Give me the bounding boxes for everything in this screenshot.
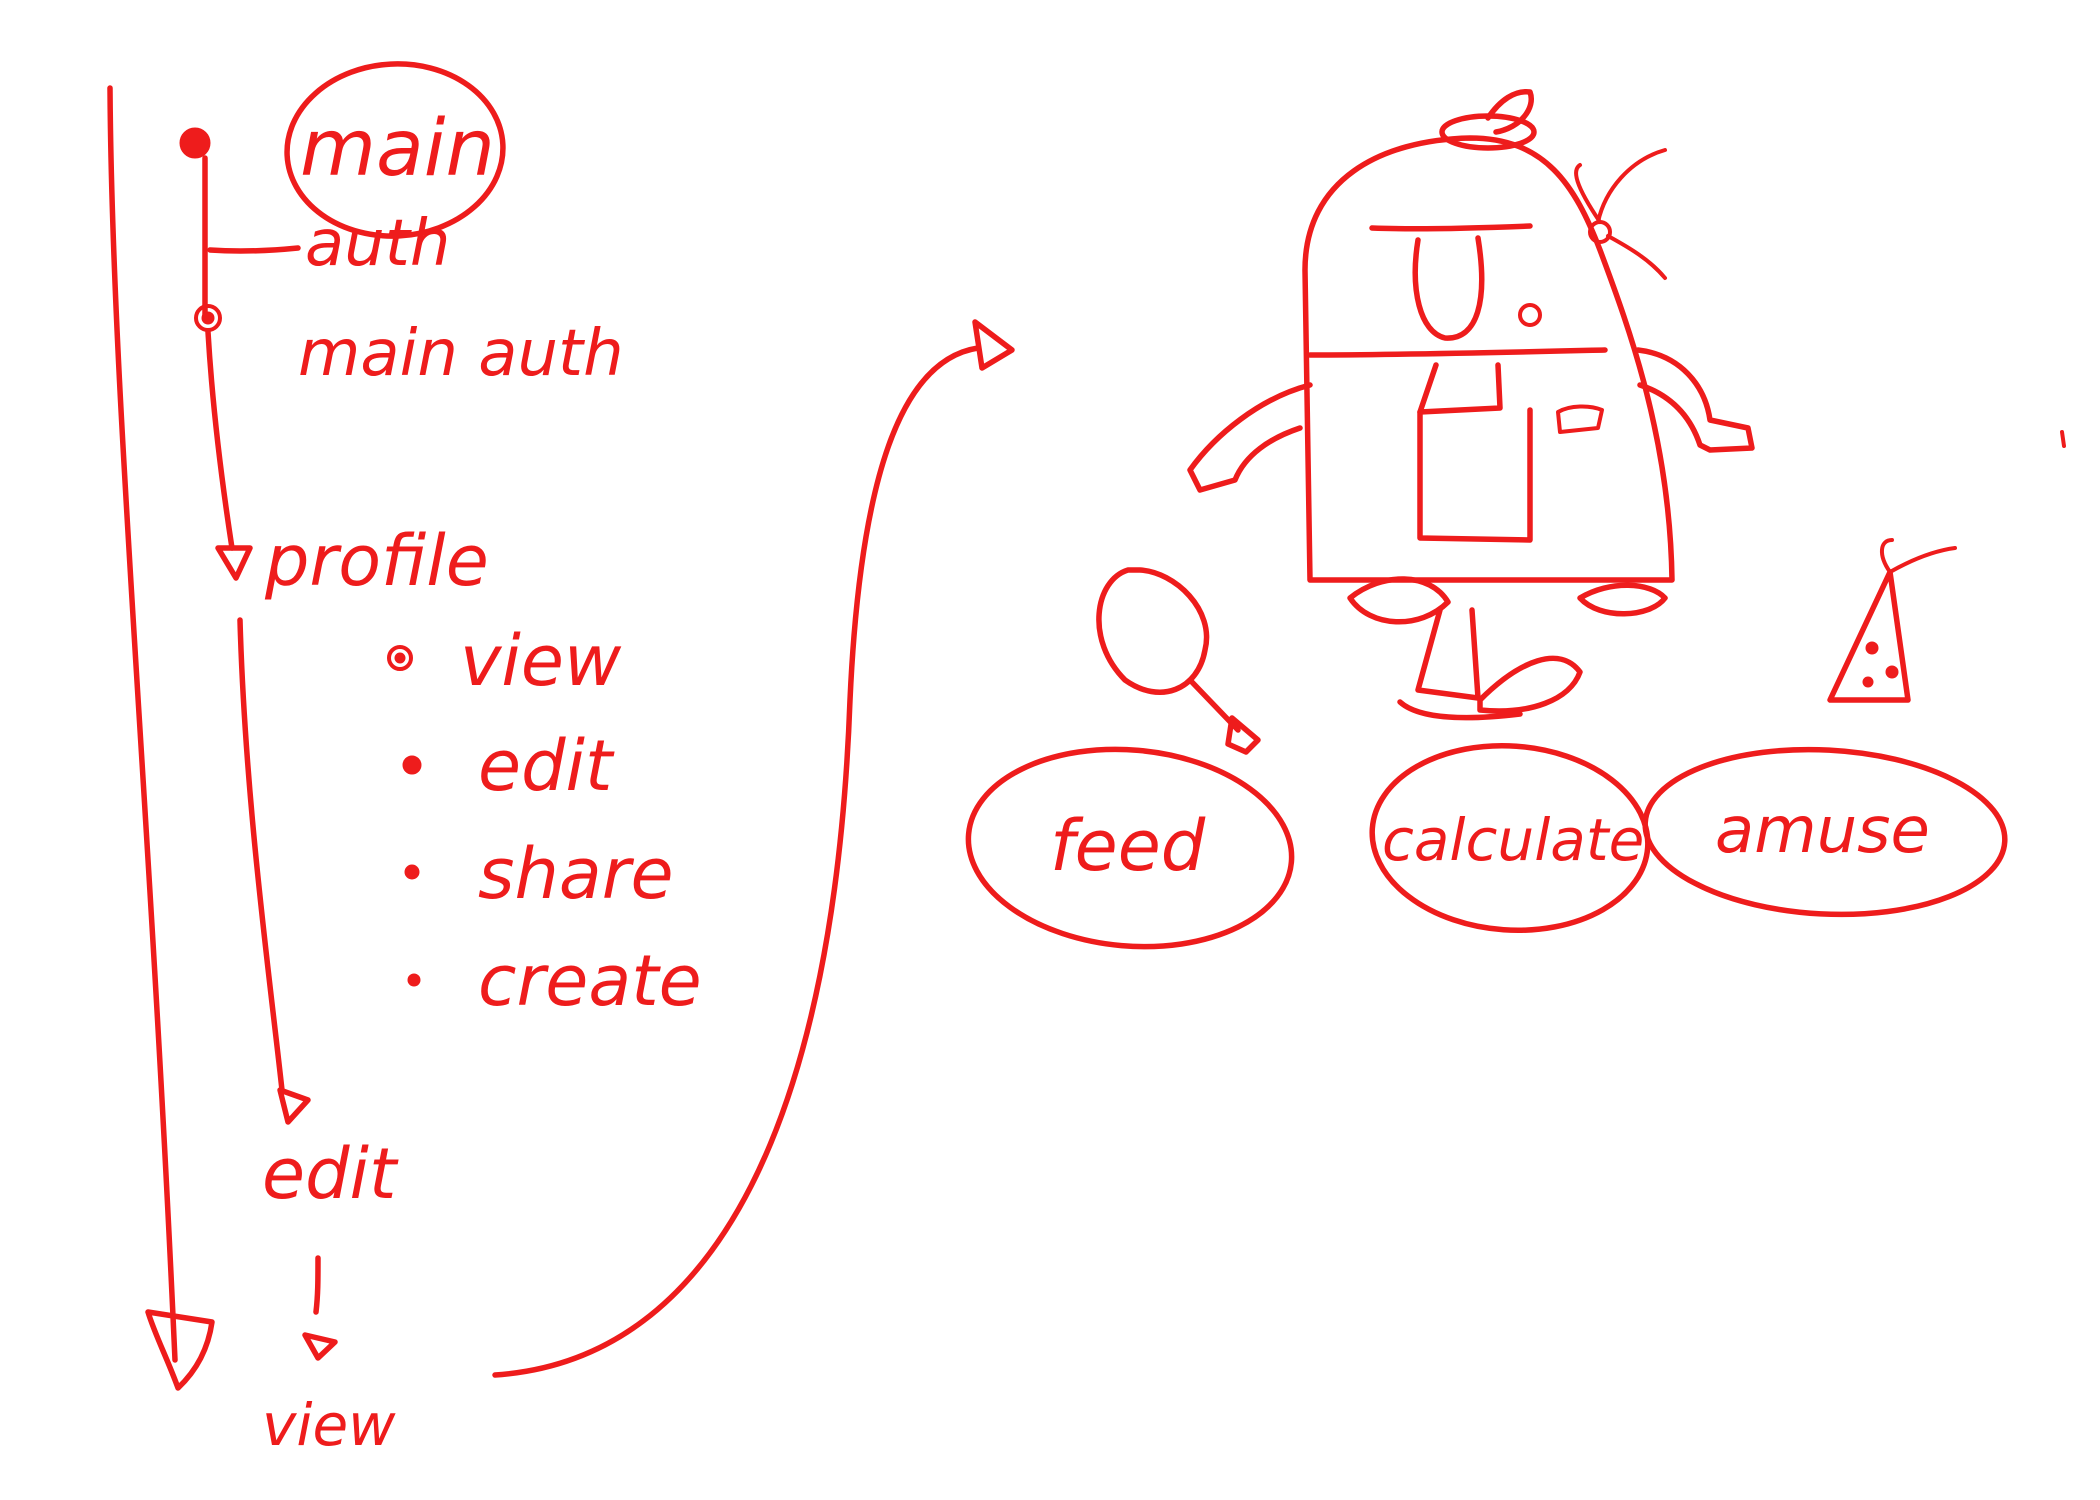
profile-item-view-dot — [387, 645, 413, 671]
feed-button-label: feed — [1050, 805, 1206, 887]
root-node-oval — [284, 61, 506, 239]
drumstick-icon — [1096, 567, 1261, 755]
profile-item-create-label: create — [478, 940, 702, 1022]
action-buttons: feed calculate amuse — [960, 736, 2009, 959]
calculate-button-label: calculate — [1382, 806, 1644, 874]
stray-mark — [2060, 430, 2066, 448]
view-to-robot-flow — [492, 345, 981, 1378]
profile-items: view edit share create — [387, 620, 702, 1022]
profile-item-edit-dot — [402, 755, 422, 775]
view-to-robot-arrowhead — [972, 319, 1015, 371]
profile-to-edit-arrowhead — [277, 1087, 311, 1125]
profile-item-share-dot — [404, 864, 420, 880]
calculate-button[interactable]: calculate — [1366, 737, 1654, 940]
profile-to-edit-connector — [237, 617, 285, 1093]
auth-branch-line — [207, 245, 301, 254]
main-auth-node-label: main auth — [298, 317, 624, 391]
edit-to-view-arrowhead — [302, 1332, 338, 1361]
profile-item-view-label: view — [460, 620, 622, 702]
navigation-tree: main auth main auth profile view edit sh… — [107, 61, 1015, 1459]
profile-item-edit-label: edit — [478, 725, 615, 807]
auth-branch-label: auth — [305, 207, 450, 281]
to-profile-arrowhead — [215, 545, 253, 581]
profile-node-label: profile — [264, 520, 489, 602]
party-hat-icon — [1827, 538, 1957, 703]
outer-flow-line — [107, 85, 178, 1363]
root-node-label: main — [300, 104, 495, 194]
robot-character-icon — [1187, 89, 1755, 721]
feed-button[interactable]: feed — [960, 736, 1300, 959]
edit-to-view-connector — [313, 1255, 321, 1315]
to-profile-connector — [205, 329, 235, 551]
outer-flow-arrowhead — [145, 1309, 215, 1391]
profile-item-share-label: share — [478, 833, 674, 915]
edit-node-label: edit — [262, 1133, 399, 1215]
profile-item-create-dot — [407, 973, 421, 987]
root-node-dot — [179, 127, 211, 159]
view-node-label: view — [262, 1391, 396, 1459]
amuse-button[interactable]: amuse — [1641, 741, 2009, 924]
amuse-button-label: amuse — [1715, 794, 1930, 868]
